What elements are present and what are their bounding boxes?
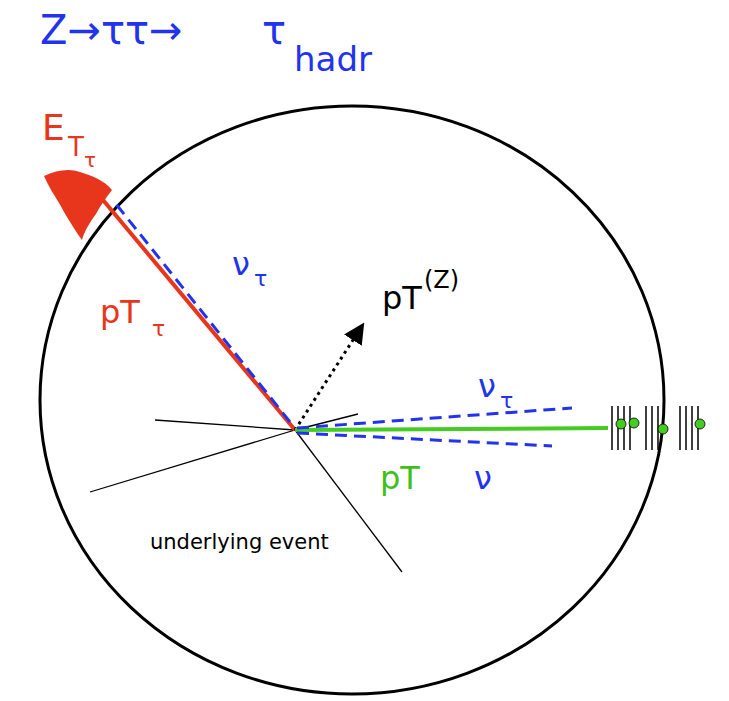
energy-subscript: τ xyxy=(84,150,96,170)
neutrino-label: ν xyxy=(478,370,496,402)
muon-chambers xyxy=(612,406,698,450)
muon-track xyxy=(295,428,608,430)
detector-outline xyxy=(40,106,664,694)
z-momentum-superscript: (Z) xyxy=(424,268,459,292)
energy-subscript: T xyxy=(68,134,84,160)
title: Z→ττ→ xyxy=(40,10,183,50)
tau-momentum-label: pT xyxy=(100,296,140,328)
calorimeter-deposit xyxy=(44,170,112,240)
energy-label: E xyxy=(42,110,65,146)
muon-momentum-label: pT xyxy=(380,462,420,494)
underlying-event-tracks xyxy=(90,414,402,572)
underlying-event-label: underlying event xyxy=(150,532,329,553)
tau-track xyxy=(98,194,295,430)
neutrino-line xyxy=(297,433,552,446)
neutrino-line xyxy=(116,204,290,422)
neutrino-line xyxy=(297,408,572,428)
z-momentum-label: pT xyxy=(382,282,422,314)
neutrino-label: ν xyxy=(232,248,250,280)
muon-hits xyxy=(616,418,705,434)
neutrino-subscript: τ xyxy=(500,390,513,412)
title-part: τ xyxy=(262,10,286,50)
neutrino-subscript: τ xyxy=(254,268,267,290)
title-subscript: hadr xyxy=(294,42,372,76)
z-pt-arrow xyxy=(295,326,362,430)
neutrino-label: ν xyxy=(474,462,492,494)
tau-momentum-subscript: τ xyxy=(152,318,165,340)
